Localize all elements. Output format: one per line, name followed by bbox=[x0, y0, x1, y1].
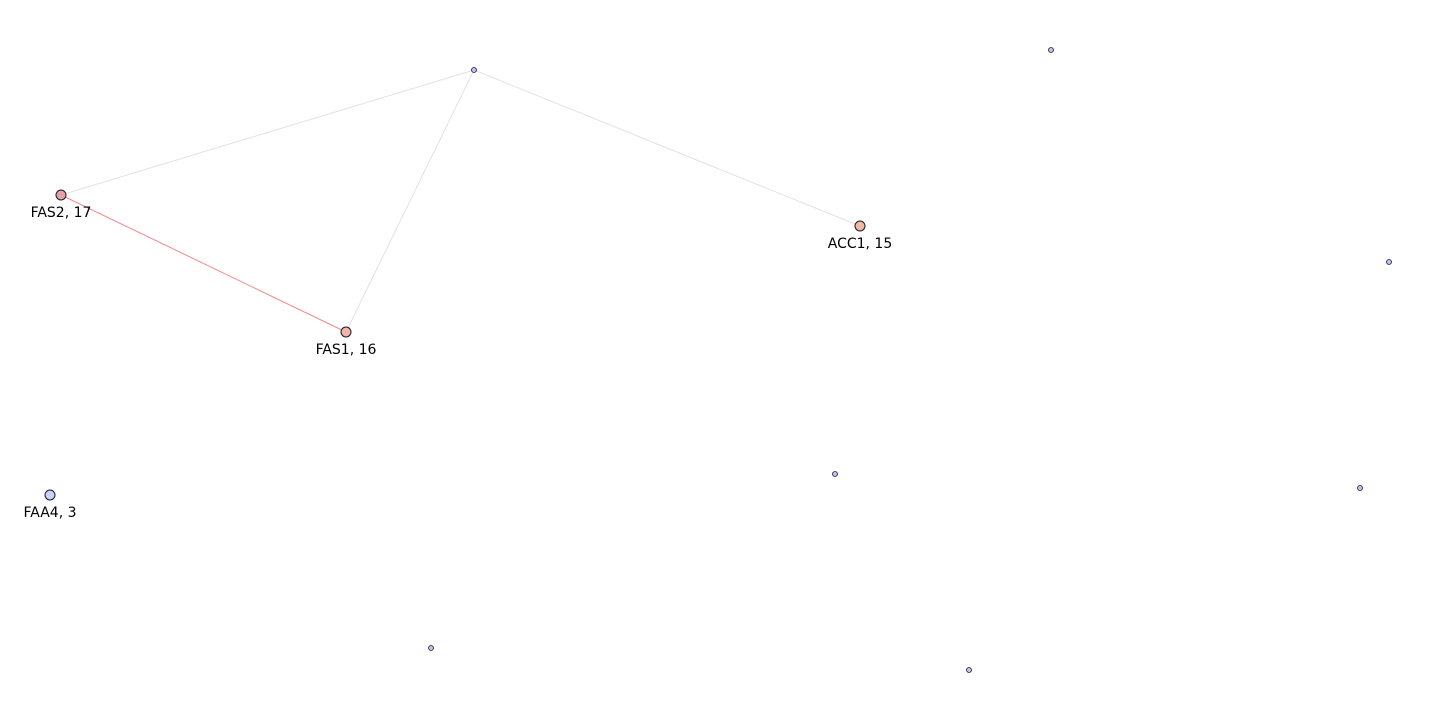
edge-fas2-fas1 bbox=[60, 194, 347, 333]
label-layer: FAS2, 17 FAS1, 16 ACC1, 15 FAA4, 3 bbox=[23, 205, 892, 521]
edge-hub-fas1 bbox=[345, 69, 475, 333]
node-acc1[interactable] bbox=[854, 220, 866, 232]
edge-hub-acc1 bbox=[473, 69, 861, 227]
node-small-4[interactable] bbox=[1357, 485, 1363, 491]
node-label-fas1: FAS1, 16 bbox=[316, 342, 377, 358]
node-fas1[interactable] bbox=[340, 326, 352, 338]
edge-layer bbox=[60, 69, 861, 333]
node-faa4[interactable] bbox=[44, 489, 56, 501]
edge-hub-fas2 bbox=[60, 69, 475, 196]
node-small-3[interactable] bbox=[832, 471, 838, 477]
node-small-1[interactable] bbox=[1048, 47, 1054, 53]
node-small-6[interactable] bbox=[966, 667, 972, 673]
node-label-faa4: FAA4, 3 bbox=[23, 505, 76, 521]
node-label-acc1: ACC1, 15 bbox=[828, 236, 893, 252]
node-fas2[interactable] bbox=[55, 189, 67, 201]
node-small-5[interactable] bbox=[428, 645, 434, 651]
node-hub[interactable] bbox=[471, 67, 477, 73]
node-label-fas2: FAS2, 17 bbox=[31, 205, 92, 221]
node-small-2[interactable] bbox=[1386, 259, 1392, 265]
node-layer bbox=[44, 47, 1392, 673]
